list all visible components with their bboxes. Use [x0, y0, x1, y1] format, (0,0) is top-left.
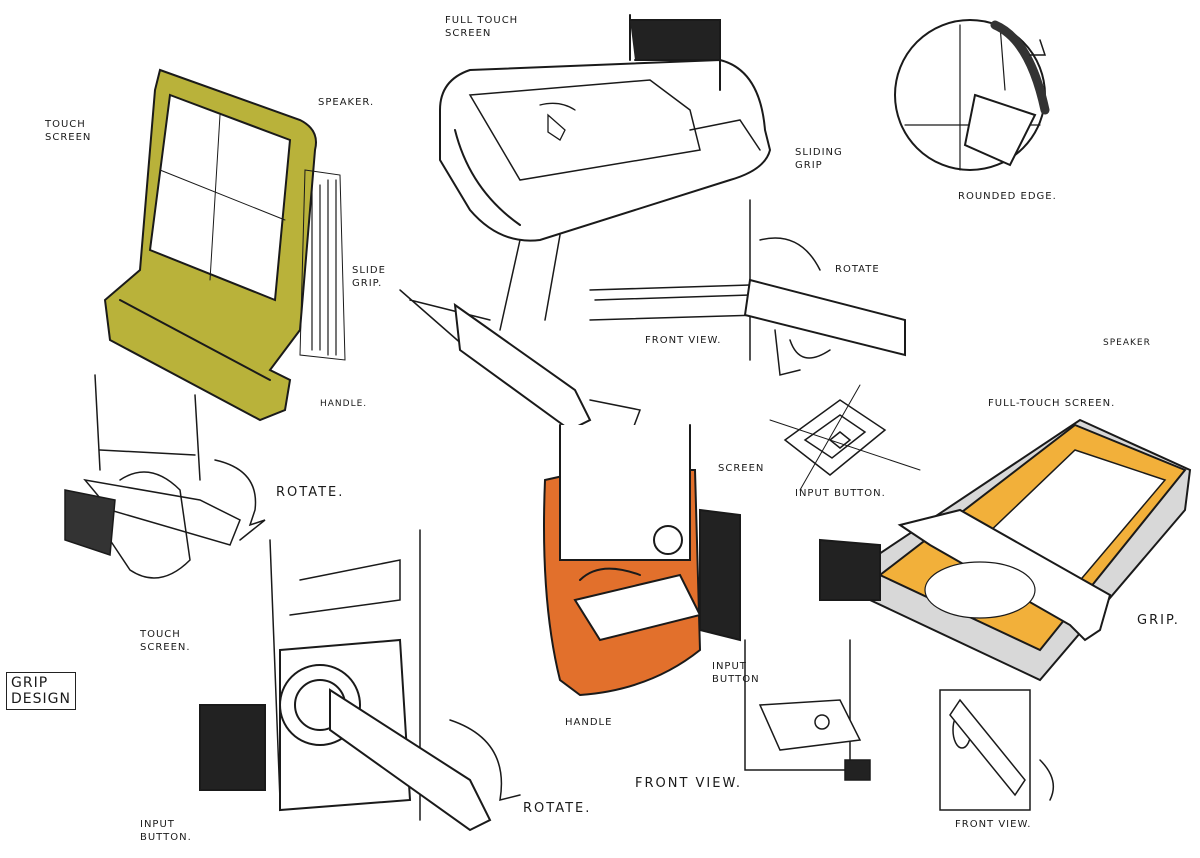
label-touch-screen-left: Touch screen	[45, 119, 92, 143]
label-handle-center: Handle	[565, 717, 613, 728]
label-full-touch-screen-top: Full touch screen	[445, 15, 519, 39]
lever-sketch	[199, 529, 521, 832]
label-rotate-top: Rotate	[835, 264, 880, 275]
orange-device-sketch	[543, 424, 741, 697]
label-input-button-bottom: Input button.	[140, 819, 192, 843]
label-sliding-grip: Sliding grip	[795, 147, 843, 171]
label-grip-design: Grip design	[6, 672, 76, 710]
label-front-view-right: Front view.	[955, 819, 1032, 830]
top-device-sketch	[399, 14, 772, 451]
label-handle-left: Handle.	[320, 399, 368, 409]
input-button-detail	[769, 384, 921, 491]
label-touch-screen-bottom: Touch screen.	[140, 629, 191, 653]
label-full-touch-screen-right: Full-touch screen.	[988, 398, 1116, 409]
front-view-bottom-sketch	[744, 639, 871, 781]
rounded-edge-detail	[894, 19, 1050, 171]
label-input-button-top: Input button.	[795, 488, 886, 499]
label-rounded-edge: Rounded edge.	[958, 191, 1057, 202]
label-front-view-top: Front view.	[645, 335, 722, 346]
hand-grip-sketch	[64, 374, 266, 579]
amber-device-sketch	[819, 418, 1192, 682]
label-grip-right: Grip.	[1137, 613, 1180, 628]
front-view-top-sketch	[589, 237, 906, 376]
label-slide-grip: Slide grip.	[352, 265, 386, 289]
label-rotate-bottom: Rotate.	[523, 801, 592, 816]
yellow-device-sketch	[103, 68, 346, 422]
label-front-view-bottom: Front view.	[635, 776, 742, 791]
label-screen: Screen	[718, 463, 765, 474]
label-rotate-left: Rotate.	[276, 485, 345, 500]
label-speaker-left: Speaker.	[318, 97, 375, 108]
label-input-button-center: Input button	[712, 661, 760, 685]
front-view-right-sketch	[939, 689, 1055, 811]
label-speaker-right: Speaker	[1103, 338, 1151, 348]
